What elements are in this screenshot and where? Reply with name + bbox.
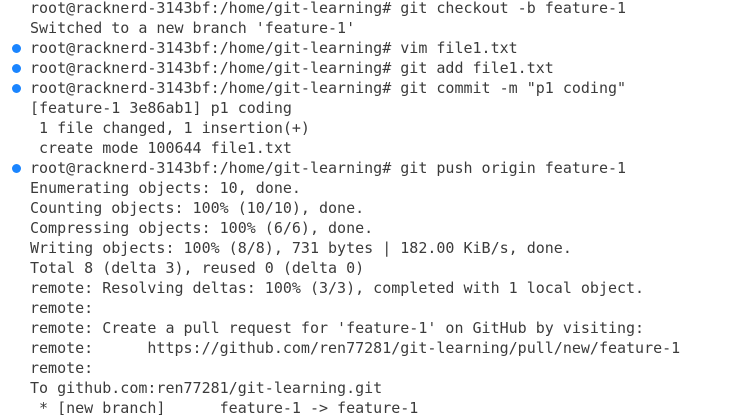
terminal-line: remote: (0, 298, 733, 318)
line-text[interactable]: remote: https://github.com/ren77281/git-… (30, 339, 681, 357)
line-text: [feature-1 3e86ab1] p1 coding (30, 99, 292, 117)
line-text: Enumerating objects: 10, done. (30, 179, 301, 197)
terminal-line: root@racknerd-3143bf:/home/git-learning#… (0, 38, 733, 58)
terminal-line: Writing objects: 100% (8/8), 731 bytes |… (0, 238, 733, 258)
terminal-line: root@racknerd-3143bf:/home/git-learning#… (0, 58, 733, 78)
line-text: root@racknerd-3143bf:/home/git-learning#… (30, 59, 554, 77)
terminal-line: create mode 100644 file1.txt (0, 138, 733, 158)
terminal-line: Compressing objects: 100% (6/6), done. (0, 218, 733, 238)
command-status-dot-icon[interactable] (12, 44, 21, 53)
line-text: create mode 100644 file1.txt (30, 139, 292, 157)
line-text: root@racknerd-3143bf:/home/git-learning#… (30, 159, 627, 177)
terminal-line: Total 8 (delta 3), reused 0 (delta 0) (0, 258, 733, 278)
line-text: root@racknerd-3143bf:/home/git-learning#… (30, 39, 518, 57)
line-text: remote: Create a pull request for 'featu… (30, 319, 645, 337)
terminal-line: To github.com:ren77281/git-learning.git (0, 378, 733, 398)
terminal-line: root@racknerd-3143bf:/home/git-learning#… (0, 0, 733, 18)
terminal-line: Counting objects: 100% (10/10), done. (0, 198, 733, 218)
terminal-line: remote: Create a pull request for 'featu… (0, 318, 733, 338)
command-status-dot-icon[interactable] (12, 164, 21, 173)
line-text: Compressing objects: 100% (6/6), done. (30, 219, 374, 237)
line-text: root@racknerd-3143bf:/home/git-learning#… (30, 79, 627, 97)
terminal-line: remote: Resolving deltas: 100% (3/3), co… (0, 278, 733, 298)
line-text: Writing objects: 100% (8/8), 731 bytes |… (30, 239, 572, 257)
terminal-line: root@racknerd-3143bf:/home/git-learning#… (0, 78, 733, 98)
terminal-line: root@racknerd-3143bf:/home/git-learning#… (0, 158, 733, 178)
line-text: Switched to a new branch 'feature-1' (30, 19, 356, 37)
terminal-line: remote: https://github.com/ren77281/git-… (0, 338, 733, 358)
line-text: * [new branch] feature-1 -> feature-1 (30, 399, 419, 417)
terminal-line: 1 file changed, 1 insertion(+) (0, 118, 733, 138)
terminal-line: * [new branch] feature-1 -> feature-1 (0, 398, 733, 418)
line-text: remote: (30, 299, 94, 317)
terminal-line: remote: (0, 358, 733, 378)
command-status-dot-icon[interactable] (12, 64, 21, 73)
line-text: root@racknerd-3143bf:/home/git-learning#… (30, 0, 627, 17)
command-status-dot-icon[interactable] (12, 84, 21, 93)
terminal-line: Enumerating objects: 10, done. (0, 178, 733, 198)
line-text: remote: (30, 359, 94, 377)
line-text: remote: Resolving deltas: 100% (3/3), co… (30, 279, 645, 297)
terminal-line: Switched to a new branch 'feature-1' (0, 18, 733, 38)
line-text: Counting objects: 100% (10/10), done. (30, 199, 365, 217)
line-text: Total 8 (delta 3), reused 0 (delta 0) (30, 259, 365, 277)
terminal-line: [feature-1 3e86ab1] p1 coding (0, 98, 733, 118)
line-text: 1 file changed, 1 insertion(+) (30, 119, 310, 137)
line-text: To github.com:ren77281/git-learning.git (30, 379, 383, 397)
